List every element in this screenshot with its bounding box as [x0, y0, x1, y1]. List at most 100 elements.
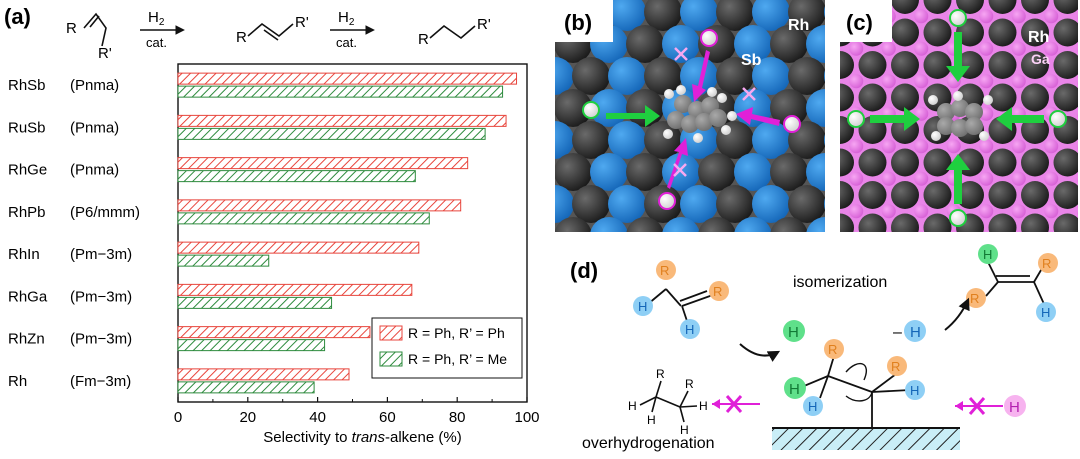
rh-atom: [988, 51, 1017, 79]
ga-atom: [882, 237, 896, 251]
rh-atom: [770, 89, 808, 127]
h-label-8: H: [808, 399, 817, 414]
rh-atom: [891, 0, 919, 14]
rh-atom: [788, 0, 825, 31]
hydrogen-atom: [953, 91, 963, 101]
sb-atom: [680, 0, 718, 31]
x-axis-label: Selectivity to trans-alkene (%): [263, 429, 461, 446]
hydrogen-atom: [693, 133, 703, 143]
rh-atom: [1053, 83, 1078, 112]
curved-arrow-left: [739, 343, 781, 362]
ga-atom: [914, 106, 929, 121]
space-group-label: (Pnma): [70, 162, 119, 179]
category-label: RuSb: [8, 119, 46, 136]
bar: [177, 72, 518, 85]
category-label: RhIn: [8, 246, 40, 263]
ga-atom: [849, 171, 864, 186]
rh-atom: [555, 153, 592, 191]
rh-atom: [716, 121, 754, 159]
category-label: RhPb: [8, 204, 46, 221]
ga-atom: [914, 171, 929, 186]
reagent-2: H2: [338, 9, 355, 28]
r-label-2: R: [713, 284, 722, 299]
overhydrogenation-label: overhydrogenation: [582, 435, 715, 452]
ga-atom: [914, 74, 929, 89]
cis-alkene-skeleton: [83, 12, 107, 47]
selectivity-bar-chart: RhSb(Pnma)RuSb(Pnma)RhGe(Pnma)RhPb(P6/mm…: [8, 63, 540, 446]
sb-atom: [555, 165, 556, 179]
hydrogen-atom: [707, 87, 717, 97]
sb-atom: [752, 185, 790, 223]
carbon-atom: [709, 109, 727, 127]
ga-atom: [1044, 139, 1059, 154]
category-label: RhZn: [8, 331, 45, 348]
r-group-badge: [1038, 253, 1058, 273]
rh-atom: [923, 0, 952, 14]
rh-atom: [500, 185, 538, 223]
h-label-10: H: [628, 399, 637, 413]
ethylene-molecule: [928, 91, 993, 141]
green-arrow: [870, 107, 920, 131]
x-tick-label: 0: [174, 409, 182, 426]
rh-atom: [716, 57, 754, 95]
h-label-3: H: [983, 247, 992, 262]
category-label: Rh: [8, 373, 27, 390]
styrene-molecule: [663, 85, 737, 143]
rh-atom: [716, 185, 754, 223]
sb-atom: [806, 153, 825, 191]
rh-atom: [988, 0, 1017, 14]
bar: [177, 339, 326, 352]
scheme-rp-1: R': [98, 45, 112, 62]
rh-atom: [1021, 51, 1049, 79]
h-badge: [633, 296, 653, 316]
rh-atom: [1021, 148, 1049, 177]
panel-label-d: (d): [570, 258, 598, 283]
h-atom-magenta: [783, 115, 801, 133]
carbon-atom: [937, 103, 955, 121]
ga-atom: [1076, 44, 1078, 53]
ga-atom: [979, 41, 994, 56]
scheme-r-3: R: [418, 31, 429, 48]
sb-atom: [680, 57, 718, 95]
reaction-scheme: [83, 12, 476, 47]
rh-atom: [988, 18, 1017, 47]
rh-atom: [572, 185, 610, 223]
rh-atom: [1053, 0, 1078, 14]
trans-alkene-molecule: H R R H: [966, 244, 1058, 322]
rh-atom: [858, 181, 887, 209]
rh-atom: [858, 51, 887, 79]
carbon-atom: [965, 117, 983, 135]
rh-atom: [891, 83, 919, 112]
h-label-4: H: [1041, 305, 1050, 320]
bar: [177, 114, 507, 127]
bar: [177, 368, 350, 381]
ga-atom: [881, 139, 896, 154]
rh-atom: [840, 148, 854, 177]
x-tick-label: 40: [309, 409, 326, 426]
rh-atom: [858, 83, 887, 112]
space-group-label: (Pm−3m): [70, 246, 132, 263]
sb-atom: [734, 153, 772, 191]
rh-atom: [923, 148, 952, 177]
bar: [177, 127, 486, 140]
magenta-arrow: [736, 107, 780, 126]
ga-atom: [979, 139, 994, 154]
sb-atom: [555, 229, 556, 232]
space-group-label: (P6/mmm): [70, 204, 140, 221]
rh-atom: [698, 217, 736, 232]
h-atom-magenta: [700, 29, 718, 47]
h-badge: [680, 319, 700, 339]
ga-atom: [914, 9, 929, 24]
sb-atom: [734, 25, 772, 63]
hydrogen-atom: [928, 95, 938, 105]
rh-atom: [956, 0, 984, 14]
r-label-5: R: [828, 342, 837, 357]
ga-atom: [881, 74, 896, 89]
rh-atom: [698, 153, 736, 191]
rh-atom: [1053, 51, 1078, 79]
ga-atom: [979, 9, 994, 24]
rh-atom: [1021, 83, 1049, 112]
h-green-badge: [978, 244, 998, 264]
rh-atom: [840, 181, 854, 209]
rh-atom: [572, 57, 610, 95]
